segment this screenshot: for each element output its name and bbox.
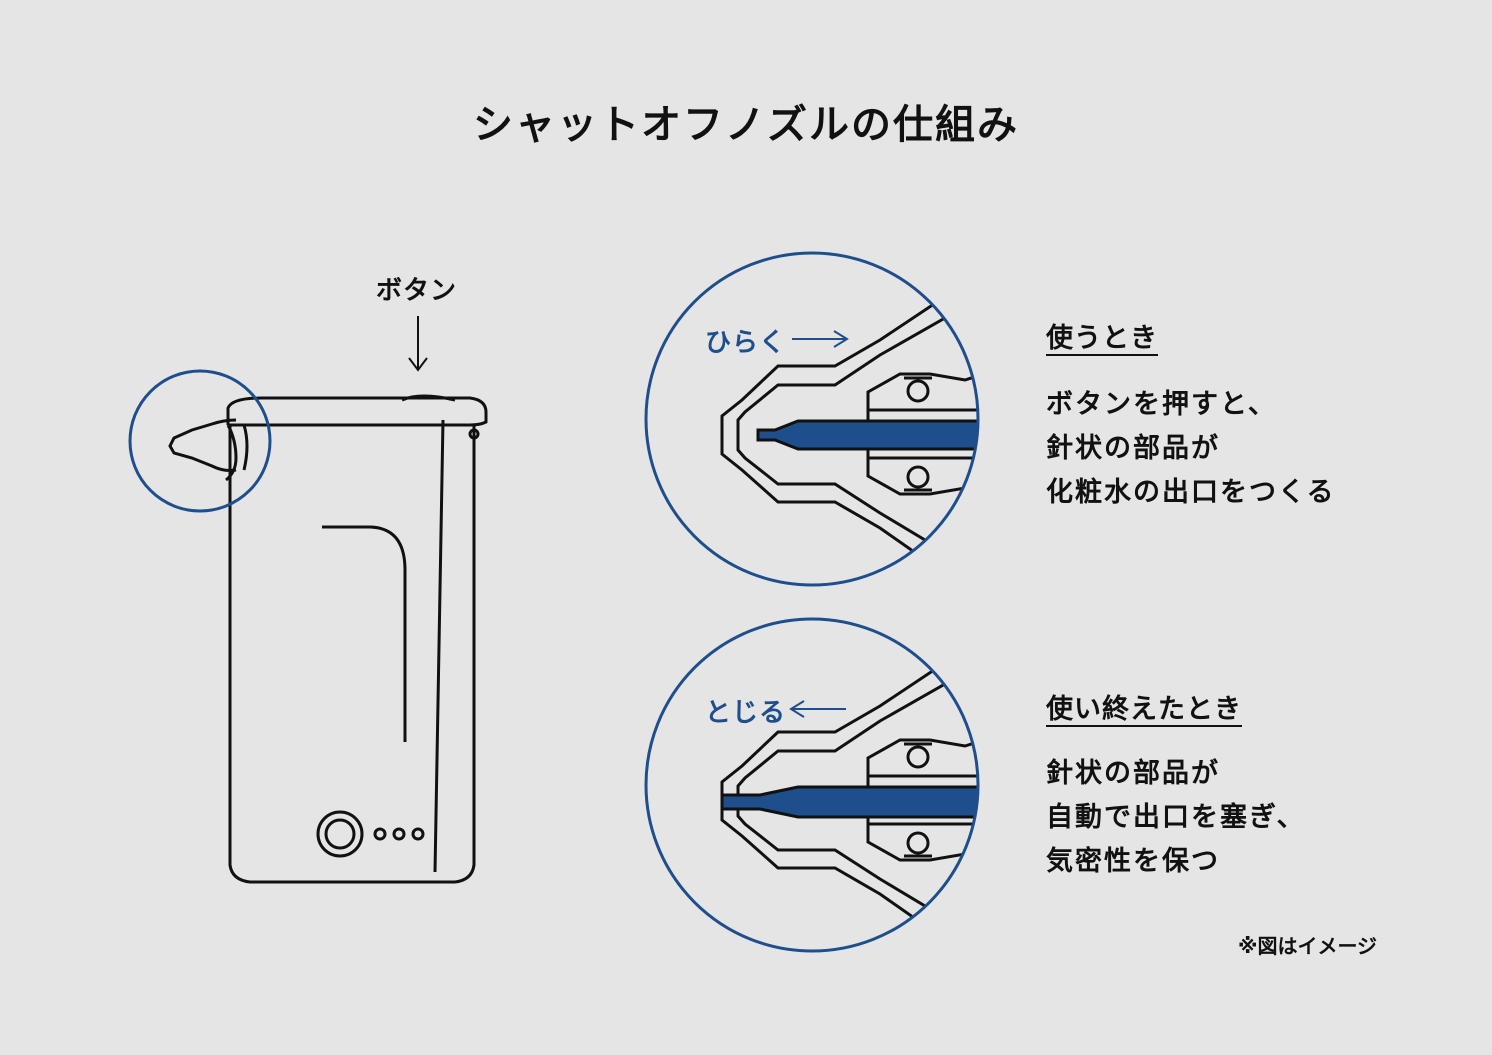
needle-closed [720,785,978,819]
open-label: ひらく [705,328,787,358]
button-arrow [408,316,428,372]
open-line-3: 化粧水の出口をつくる [1046,477,1336,508]
close-line-2: 自動で出口を塞ぎ、 [1046,802,1306,833]
zoom-open [720,298,978,572]
close-line-3: 気密性を保つ [1046,846,1220,877]
image-note: ※図はイメージ [1238,934,1378,958]
open-heading: 使うとき [1046,323,1158,354]
device-body [168,394,488,884]
open-description: ボタンを押すと、 針状の部品が 化粧水の出口をつくる [1046,383,1335,515]
close-label: とじる [705,698,787,728]
zoom-closed [720,664,978,938]
needle-open [756,419,978,451]
open-line-1: ボタンを押すと、 [1046,389,1277,420]
close-heading: 使い終えたとき [1046,694,1242,725]
close-arrow [789,700,846,718]
open-line-2: 針状の部品が [1046,433,1220,464]
open-arrow [792,330,849,348]
button-callout-label: ボタン [376,276,458,306]
close-description: 針状の部品が 自動で出口を塞ぎ、 気密性を保つ [1046,752,1306,884]
close-line-1: 針状の部品が [1046,758,1220,789]
nozzle-highlight-circle [128,369,272,513]
page-title: シャットオフノズルの仕組み [473,102,1019,148]
